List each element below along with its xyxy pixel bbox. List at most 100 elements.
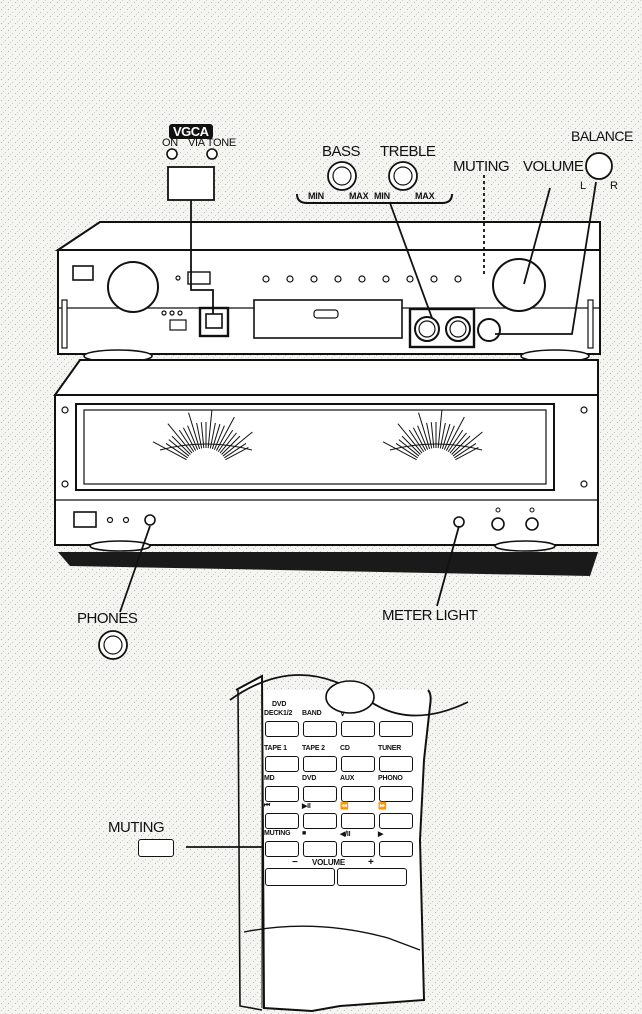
meter-scale-tick: [449, 432, 467, 454]
balance-r-label: R: [610, 180, 618, 192]
remote-button[interactable]: [341, 813, 375, 829]
remote-volume-minus-label: −: [292, 857, 298, 868]
remote-volume-plus-label: +: [368, 857, 374, 868]
meter-scale-tick: [182, 427, 197, 451]
remote-button[interactable]: [379, 756, 413, 772]
amp-small-button: [187, 271, 211, 285]
remote-button-label: TAPE 2: [302, 745, 325, 752]
remote-button[interactable]: [265, 721, 299, 737]
bass-max-label: MAX: [349, 191, 369, 201]
vgca-via-tone-indicator: [206, 148, 218, 160]
meter-feet: [89, 540, 556, 552]
remote-button-label: DVD: [302, 775, 317, 782]
meter-scale-tick: [188, 412, 201, 450]
vgca-label: VGCA: [169, 123, 213, 140]
meter-scale-tick: [397, 423, 423, 454]
meter-right-scale: [382, 410, 483, 461]
balance-l-label: L: [580, 180, 586, 192]
meter-scale-tick: [168, 439, 190, 457]
remote-ir-window: [325, 680, 375, 714]
remote-button-label: MD: [264, 775, 275, 782]
remote-volume-up-button[interactable]: [337, 868, 407, 886]
remote-muting-button-callout: [138, 839, 174, 857]
callout-graphics: [98, 148, 613, 660]
vgca-on-indicator: [166, 148, 178, 160]
balance-label: BALANCE: [571, 128, 633, 144]
remote-top-label: DVD: [272, 701, 287, 708]
remote-button[interactable]: [379, 786, 413, 802]
meter-scale-tick: [445, 416, 465, 451]
meter-scale-tick: [165, 442, 188, 459]
remote-button-label: DECK1/2: [264, 710, 293, 717]
remote-button[interactable]: [303, 756, 337, 772]
remote-button[interactable]: [379, 721, 413, 737]
phones-jack: [144, 514, 156, 526]
remote-button-label: ∨: [340, 711, 345, 718]
remote-button[interactable]: [303, 786, 337, 802]
remote-button[interactable]: [265, 756, 299, 772]
remote-button[interactable]: [303, 813, 337, 829]
meter-scale-arc: [389, 443, 483, 451]
meter-scale-tick: [207, 410, 213, 449]
meter-scale-tick: [395, 442, 418, 459]
meter-scale-tick: [152, 441, 187, 461]
remote-button-label: PHONO: [378, 775, 403, 782]
amp-balance-knob: [477, 318, 501, 342]
remote-button[interactable]: [265, 841, 299, 857]
remote-button-label: ◀/II: [340, 831, 351, 838]
remote-button-label: ▶: [378, 831, 384, 838]
meter-scale-tick: [222, 431, 253, 457]
meter-scale-tick: [178, 429, 195, 453]
meter-scale-tick: [211, 423, 221, 450]
treble-min-label: MIN: [374, 191, 390, 201]
remote-button-label: ⏪: [340, 803, 349, 810]
leader-lines: [119, 175, 597, 848]
meter-scale-tick: [215, 416, 235, 451]
meter-scale-tick: [187, 425, 199, 450]
meter-scale-tick: [447, 429, 464, 453]
remote-button[interactable]: [379, 841, 413, 857]
bass-label: BASS: [322, 143, 361, 160]
meter-light-button: [453, 516, 465, 528]
meter-scale-tick: [213, 425, 225, 450]
remote-button[interactable]: [303, 721, 337, 737]
meter-scale-tick: [167, 423, 193, 454]
remote-button[interactable]: [379, 813, 413, 829]
amp-input-indicators: [262, 275, 462, 283]
remote-button-label: ⏩: [378, 803, 387, 810]
remote-button[interactable]: [341, 841, 375, 857]
muting-label: MUTING: [453, 158, 510, 175]
meter-scale-tick: [455, 447, 479, 461]
remote-button[interactable]: [341, 721, 375, 737]
remote-volume-down-button[interactable]: [265, 868, 335, 886]
meter-scale-tick: [398, 439, 420, 457]
meter-scale-tick: [219, 432, 237, 454]
meter-scale-tick: [224, 442, 247, 459]
remote-button-label: ⏮: [264, 802, 271, 809]
remote-button[interactable]: [265, 786, 299, 802]
meter-scale-tick: [443, 425, 455, 450]
meter-scale-tick: [437, 410, 443, 449]
amp-display: [253, 299, 403, 339]
remote-button-label: BAND: [302, 710, 322, 717]
meter-unit: [53, 359, 599, 546]
remote-button[interactable]: [341, 756, 375, 772]
meter-scale-tick: [382, 441, 417, 461]
remote-volume-label: VOLUME: [312, 858, 346, 867]
meter-left-scale: [152, 410, 253, 461]
remote-button-label: TAPE 1: [264, 745, 287, 752]
remote-button[interactable]: [265, 813, 299, 829]
remote-button[interactable]: [303, 841, 337, 857]
remote-button-label: ■: [302, 830, 307, 837]
meter-scale-tick: [408, 429, 425, 453]
remote-button[interactable]: [341, 786, 375, 802]
balance-knob-callout: [585, 152, 613, 180]
phones-label: PHONES: [77, 610, 138, 627]
vgca-button-callout: [167, 166, 215, 201]
meter-scale-tick: [417, 425, 429, 450]
meter-power-button: [73, 511, 97, 528]
remote-button-label: AUX: [340, 775, 355, 782]
remote-button-label: MUTING: [264, 830, 291, 837]
amp-top-plate: [54, 221, 601, 254]
meter-scale-tick: [225, 447, 249, 461]
